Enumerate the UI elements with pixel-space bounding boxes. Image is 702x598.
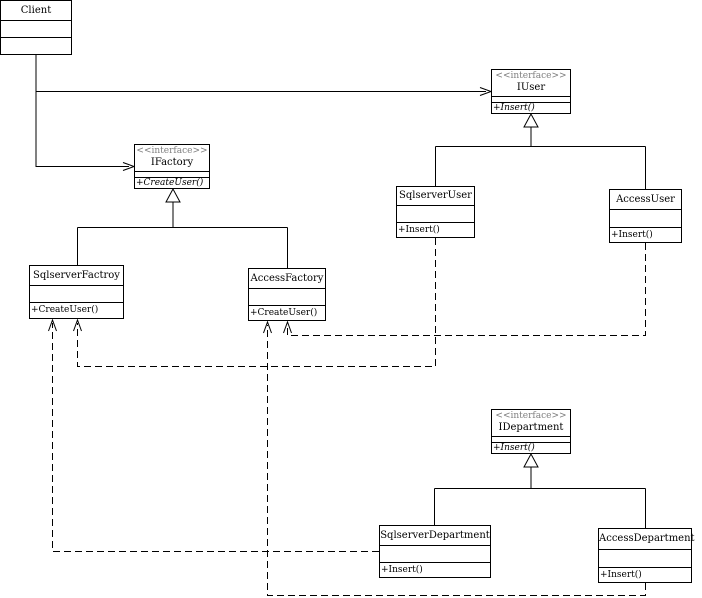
class-sqlserver-department-operation: +Insert() (380, 562, 490, 577)
sqlserver-factory-to-sqlserver-department-dependency (52, 323, 379, 552)
class-sqlserver-factory-name: SqlserverFactroy (33, 270, 120, 281)
class-client-operations (1, 37, 71, 54)
class-sqlserver-user[interactable]: SqlserverUser +Insert() (396, 186, 475, 238)
interface-idepartment-stereotype: <<interface>> (495, 411, 567, 421)
interface-iuser-stereotype: <<interface>> (495, 71, 567, 81)
class-sqlserver-department-attributes (380, 545, 490, 562)
class-sqlserver-department-name: SqlserverDepartment (380, 530, 490, 541)
interface-ifactory-name: IFactory (150, 157, 194, 168)
class-sqlserver-user-operation: +Insert() (397, 222, 474, 237)
class-access-user[interactable]: AccessUser +Insert() (609, 189, 682, 243)
interface-idepartment-attributes (492, 436, 570, 442)
interface-ifactory-operation: +CreateUser() (135, 177, 209, 189)
class-access-user-operation: +Insert() (610, 227, 681, 242)
access-factory-to-access-department-dependency (267, 325, 646, 596)
interface-ifactory-stereotype: <<interface>> (136, 146, 208, 156)
ifactory-generalization-triangle (165, 187, 181, 203)
interface-iuser[interactable]: <<interface>> IUser +Insert() (491, 69, 571, 114)
dependency-arrowhead-access-user (283, 320, 292, 334)
idepartment-generalization-triangle (523, 452, 539, 468)
class-access-department[interactable]: AccessDepartment +Insert() (598, 528, 695, 583)
class-access-department-operation: +Insert() (599, 567, 691, 582)
interface-idepartment-name: IDepartment (498, 422, 564, 433)
class-access-factory-attributes (249, 288, 325, 305)
idepartment-realization-lines (434, 467, 646, 528)
class-access-factory[interactable]: AccessFactory +CreateUser() (248, 268, 326, 321)
class-client-attributes (1, 20, 71, 37)
client-to-iuser-line (35, 55, 486, 92)
interface-idepartment-operation: +Insert() (492, 442, 570, 454)
interface-ifactory-attributes (135, 171, 209, 177)
class-access-department-attributes (599, 549, 691, 567)
class-access-factory-operation: +CreateUser() (249, 305, 325, 320)
interface-ifactory[interactable]: <<interface>> IFactory +CreateUser() (134, 144, 210, 189)
interface-iuser-name: IUser (516, 82, 546, 93)
class-sqlserver-factory[interactable]: SqlserverFactroy +CreateUser() (29, 265, 124, 319)
iuser-realization-lines (435, 127, 646, 189)
class-client-name: Client (20, 5, 52, 16)
class-sqlserver-department[interactable]: SqlserverDepartment +Insert() (379, 525, 491, 578)
dependency-arrowhead-access-department (263, 320, 272, 334)
class-access-factory-name: AccessFactory (250, 273, 324, 284)
client-to-ifactory-line (35, 91, 129, 167)
dependency-arrowhead-sqlserver-user (73, 318, 82, 332)
class-access-user-attributes (610, 209, 681, 227)
iuser-generalization-triangle (523, 112, 539, 128)
class-access-user-name: AccessUser (616, 194, 675, 205)
dependency-arrowhead-sqlserver-department (48, 318, 57, 332)
class-sqlserver-user-name: SqlserverUser (399, 190, 472, 201)
class-sqlserver-user-attributes (397, 205, 474, 222)
ifactory-realization-lines (77, 202, 288, 268)
interface-idepartment[interactable]: <<interface>> IDepartment +Insert() (491, 409, 571, 454)
interface-iuser-attributes (492, 96, 570, 102)
class-access-department-name: AccessDepartment (599, 533, 695, 544)
interface-iuser-operation: +Insert() (492, 102, 570, 114)
access-factory-to-access-user-dependency (287, 243, 646, 336)
class-sqlserver-factory-attributes (30, 285, 123, 302)
sqlserver-factory-to-sqlserver-user-dependency (77, 238, 436, 367)
class-sqlserver-factory-operation: +CreateUser() (30, 302, 123, 318)
class-client[interactable]: Client (0, 0, 72, 55)
